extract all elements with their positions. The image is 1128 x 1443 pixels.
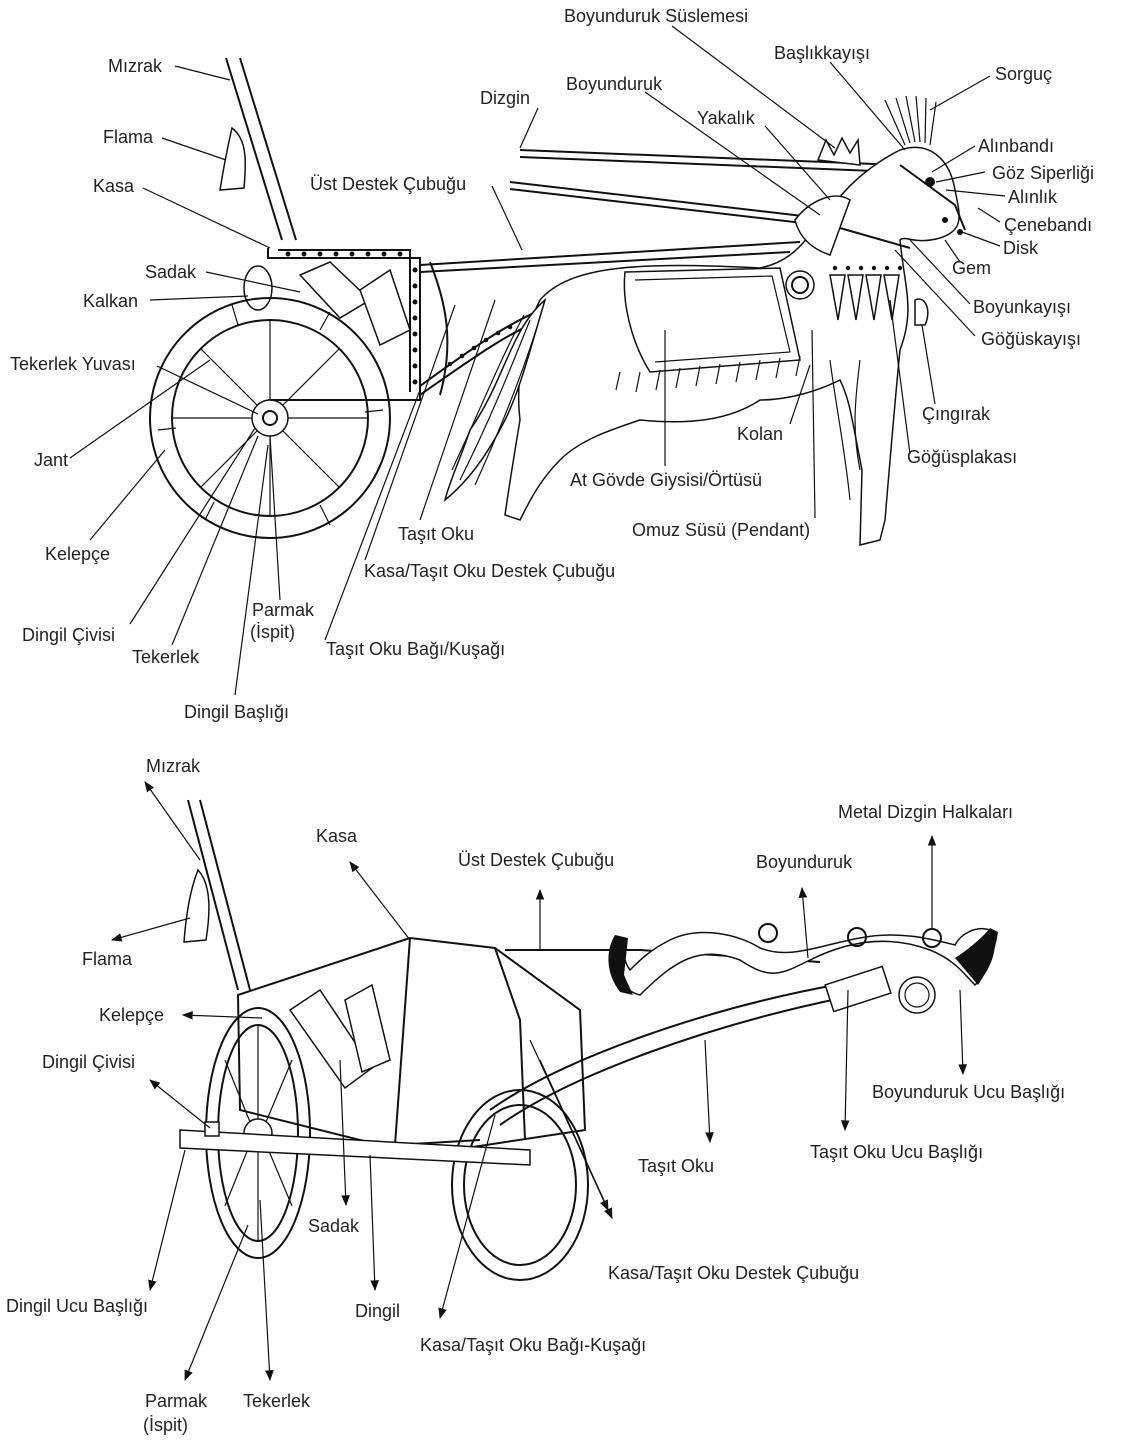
label-parmak: Parmak — [252, 600, 315, 620]
label-b-dingil-civisi: Dingil Çivisi — [42, 1052, 135, 1072]
label-b-kasa-tasit-oku-bagi: Kasa/Taşıt Oku Bağı-Kuşağı — [420, 1335, 646, 1355]
label-kasa-tasit-oku-destek: Kasa/Taşıt Oku Destek Çubuğu — [364, 561, 615, 581]
label-b-dingil: Dingil — [355, 1301, 400, 1321]
label-kasa: Kasa — [93, 176, 135, 196]
label-b-tekerlek: Tekerlek — [243, 1391, 311, 1411]
label-dingil-basligi: Dingil Başlığı — [184, 702, 289, 722]
plume — [885, 96, 936, 145]
label-tekerlek: Tekerlek — [132, 647, 200, 667]
label-tekerlek-yuvasi: Tekerlek Yuvası — [10, 354, 136, 374]
label-omuz-susu: Omuz Süsü (Pendant) — [632, 520, 810, 540]
label-sorguc: Sorguç — [995, 64, 1052, 84]
label-jant: Jant — [34, 450, 68, 470]
label-disk: Disk — [1003, 238, 1039, 258]
label-gem: Gem — [952, 258, 991, 278]
label-parmak-ispit: (İspit) — [250, 622, 295, 642]
label-alinbandi: Alınbandı — [978, 136, 1054, 156]
label-kolan: Kolan — [737, 424, 783, 444]
label-b-kasa: Kasa — [316, 826, 358, 846]
label-goguspkakasi: Göğüsplakası — [907, 447, 1017, 467]
bottom-labels: Mızrak Flama Kasa Üst Destek Çubuğu Boyu… — [6, 756, 1065, 1435]
label-b-kelepce: Kelepçe — [99, 1005, 164, 1025]
label-boyunkayisi: Boyunkayışı — [973, 297, 1071, 317]
label-b-parmak-ispit: (İspit) — [143, 1415, 188, 1435]
label-alinlik: Alınlık — [1008, 187, 1058, 207]
label-ust-destek-cubugu: Üst Destek Çubuğu — [310, 174, 466, 194]
label-b-mizrak: Mızrak — [146, 756, 201, 776]
label-goz-siperligi: Göz Siperliği — [992, 163, 1094, 183]
label-b-ust-destek-cubugu: Üst Destek Çubuğu — [458, 850, 614, 870]
label-b-boyunduruk: Boyunduruk — [756, 852, 853, 872]
label-flama: Flama — [103, 127, 154, 147]
label-cenebandi: Çenebandı — [1004, 215, 1092, 235]
label-boyunduruk-suslemesi: Boyunduruk Süslemesi — [564, 6, 748, 26]
label-dingil-civisi: Dingil Çivisi — [22, 625, 115, 645]
label-b-tasit-oku-ucu: Taşıt Oku Ucu Başlığı — [810, 1142, 983, 1162]
label-sadak: Sadak — [145, 262, 197, 282]
label-kalkan: Kalkan — [83, 291, 138, 311]
label-baslikkayisi: Başlıkkayışı — [774, 43, 870, 63]
label-kelepce: Kelepçe — [45, 544, 110, 564]
label-tasit-oku-bagi: Taşıt Oku Bağı/Kuşağı — [326, 639, 505, 659]
label-b-boyunduruk-ucu: Boyunduruk Ucu Başlığı — [872, 1082, 1065, 1102]
label-b-flama: Flama — [82, 949, 133, 969]
label-b-dingil-ucu: Dingil Ucu Başlığı — [6, 1296, 148, 1316]
label-b-parmak: Parmak — [145, 1391, 208, 1411]
label-b-metal-dizgin: Metal Dizgin Halkaları — [838, 802, 1013, 822]
label-b-tasit-oku: Taşıt Oku — [638, 1156, 714, 1176]
label-at-govde: At Gövde Giysisi/Örtüsü — [570, 470, 762, 490]
label-b-sadak: Sadak — [308, 1216, 360, 1236]
label-b-kasa-tasit-oku-destek: Kasa/Taşıt Oku Destek Çubuğu — [608, 1263, 859, 1283]
label-dizgin: Dizgin — [480, 88, 530, 108]
label-cingirak: Çıngırak — [922, 404, 991, 424]
label-boyunduruk: Boyunduruk — [566, 74, 663, 94]
label-mizrak: Mızrak — [108, 56, 163, 76]
label-tasit-oku: Taşıt Oku — [398, 524, 474, 544]
label-yakalik: Yakalık — [697, 108, 756, 128]
bottom-chariot-illustration — [180, 800, 998, 1280]
label-goguskayisi: Göğüskayışı — [981, 329, 1081, 349]
